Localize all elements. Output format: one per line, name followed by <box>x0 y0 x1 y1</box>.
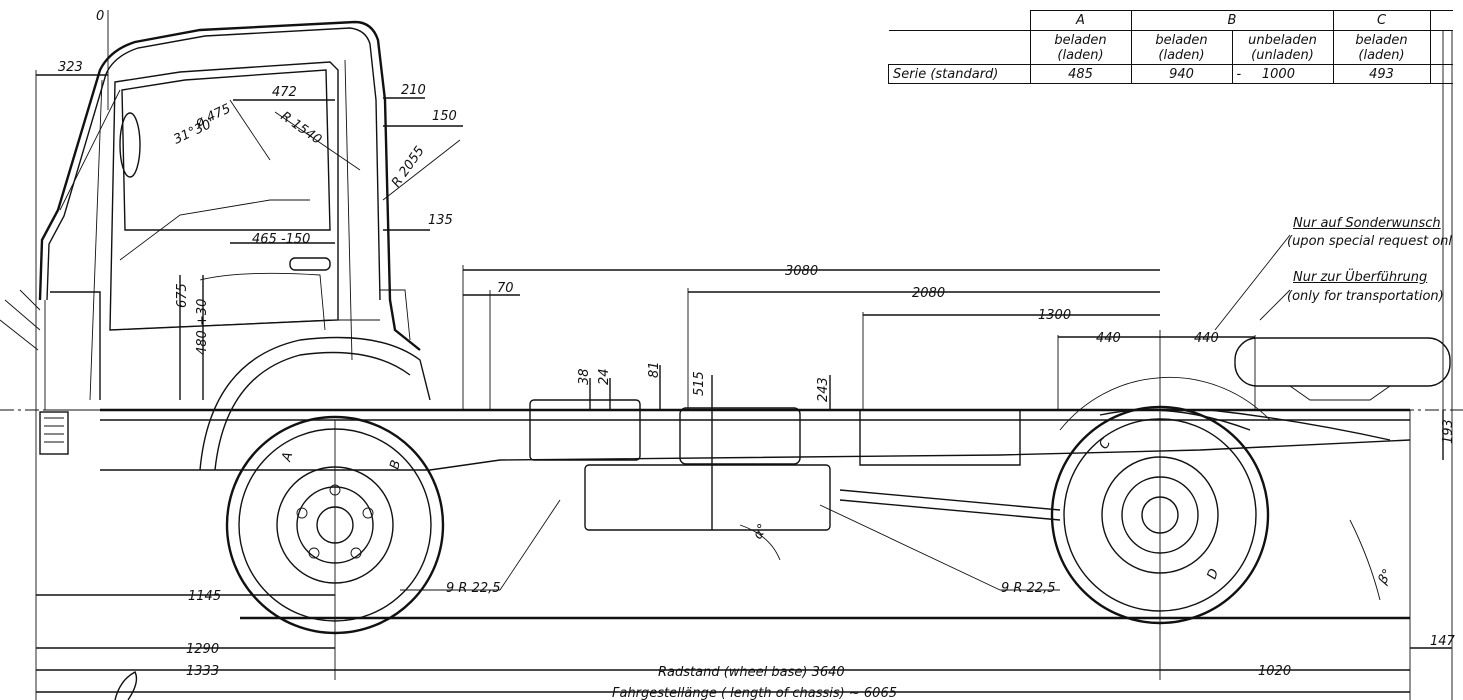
dim-193: 193 <box>1441 419 1456 444</box>
front-wheel-arch <box>199 336 431 471</box>
dim-465: 465 -150 <box>252 232 310 247</box>
chassis-length-label: Fahrgestellänge ( length of chassis) ~ 6… <box>612 686 897 700</box>
note-transport: Nur zur Überführung <box>1293 270 1428 285</box>
table-val-c: 493 <box>1332 64 1431 84</box>
dim-2080: 2080 <box>912 286 945 301</box>
tire-front-label: 9 R 22,5 <box>446 581 501 596</box>
dim-472: 472 <box>272 85 297 100</box>
dim-210: 210 <box>401 83 426 98</box>
table-sub-c: beladen (laden) <box>1332 30 1431 65</box>
dim-147: 147 <box>1430 634 1456 649</box>
note-transport-en: (only for transportation) <box>1287 289 1444 304</box>
dim-1300: 1300 <box>1038 308 1071 323</box>
dim-r2055: R 2055 <box>389 144 428 190</box>
table-val-b1: 940 <box>1130 64 1233 84</box>
dim-r1540: R 1540 <box>278 109 324 148</box>
dim-675: 675 <box>175 283 190 308</box>
dim-1145: 1145 <box>188 589 221 604</box>
dimension-lines <box>35 10 1453 700</box>
label-b: B <box>387 458 404 471</box>
angle-alpha: α° <box>750 521 771 542</box>
table-sub-a: beladen (laden) <box>1029 30 1132 65</box>
table-val-b2: - 1000 <box>1231 64 1334 84</box>
wheelbase-label: Radstand (wheel base) 3640 <box>658 665 845 680</box>
dim-1333: 1333 <box>186 664 219 679</box>
table-sub-b2: unbeladen (unladen) <box>1231 30 1334 65</box>
dim-135: 135 <box>428 213 453 228</box>
table-val-a: 485 <box>1029 64 1132 84</box>
dim-440-left: 440 <box>1096 331 1121 346</box>
dim-1020: 1020 <box>1258 664 1291 679</box>
dim-0: 0 <box>96 9 104 24</box>
dim-70: 70 <box>497 281 514 296</box>
dim-440-right: 440 <box>1194 331 1219 346</box>
table-val-b2-num: 1000 <box>1261 66 1295 82</box>
rear-wheel <box>1050 376 1271 625</box>
table-row-label: Serie (standard) <box>888 64 1031 84</box>
dimension-labels: 0 323 472 ø 475 31°30' R 1540 210 150 R … <box>58 9 1456 700</box>
label-c: C <box>1096 436 1114 452</box>
dim-3080: 3080 <box>785 264 818 279</box>
front-wheel-arch-inner <box>214 351 411 471</box>
dim-24: 24 <box>597 368 612 385</box>
corner-mark <box>114 671 138 700</box>
dim-1290: 1290 <box>186 642 219 657</box>
note-special-request: Nur auf Sonderwunsch <box>1293 216 1441 231</box>
cab-outline <box>0 20 421 455</box>
dim-150: 150 <box>432 109 457 124</box>
angle-beta: β° <box>1375 567 1396 588</box>
label-d: D <box>1205 567 1223 582</box>
dim-38: 38 <box>577 368 592 385</box>
table-sub-b1: beladen (laden) <box>1130 30 1233 65</box>
dim-81: 81 <box>647 361 662 378</box>
dim-323: 323 <box>58 60 83 75</box>
table-sub-empty <box>888 30 1031 65</box>
dim-480: 480 +30 <box>195 299 210 355</box>
dim-243: 243 <box>816 377 831 402</box>
table-val-b2-dash: - <box>1236 66 1242 82</box>
label-a: A <box>279 451 296 464</box>
dim-515: 515 <box>692 371 707 396</box>
tire-rear-label: 9 R 22,5 <box>1001 581 1056 596</box>
table-val-d <box>1429 64 1453 84</box>
note-special-request-en: (upon special request onl <box>1287 234 1453 249</box>
axle-load-table: A B C beladen (laden) beladen (laden) un… <box>888 10 1453 84</box>
